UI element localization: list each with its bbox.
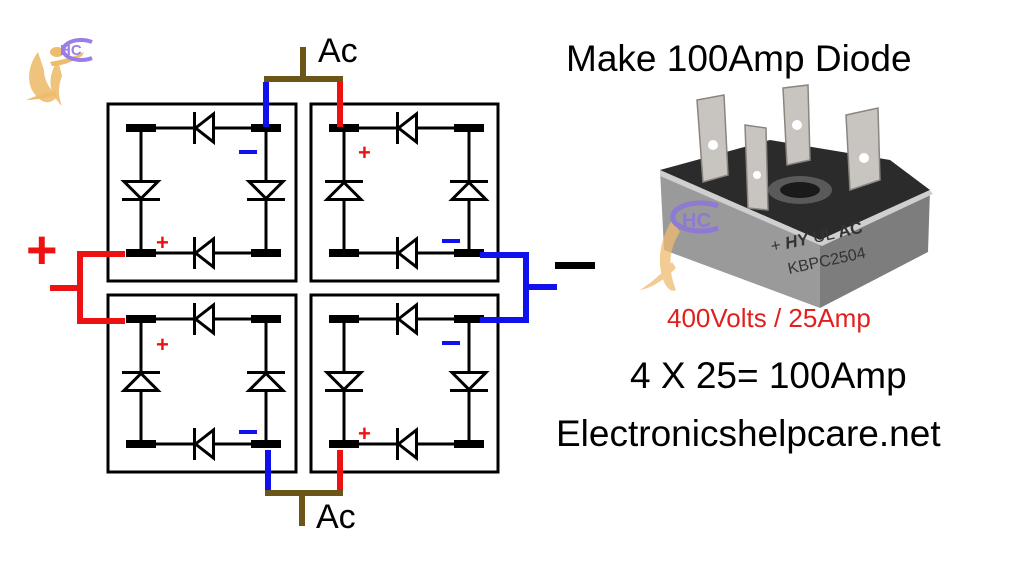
terminal-bar: [454, 124, 484, 132]
terminal-bar: [126, 315, 156, 323]
module-top-right: +: [323, 110, 490, 271]
diode-symbols: [323, 110, 490, 271]
output-negative-symbol-right: [555, 262, 595, 269]
ehc-logo: HC: [26, 38, 93, 106]
terminal-bar: [454, 249, 484, 257]
diode-symbols: [120, 110, 287, 271]
diode-symbols: [323, 301, 490, 462]
module-bottom-right-box: [309, 293, 500, 474]
component-markings: + HY UL AC: [769, 218, 864, 256]
module-top-left: +: [120, 110, 287, 271]
terminal-bar: [126, 440, 156, 448]
svg-text:HC: HC: [682, 210, 711, 232]
negative-output-wiring: [480, 252, 557, 323]
minus-label: [442, 341, 460, 345]
plus-label: +: [358, 140, 371, 165]
logo-text: HC: [60, 42, 82, 59]
terminal-bar: [329, 249, 359, 257]
ac-bottom-wiring: [265, 450, 343, 526]
ac-bottom-label: Ac: [316, 498, 356, 536]
diode-symbols: [120, 301, 287, 462]
ac-top-wiring: [263, 47, 343, 127]
terminal-bar: [251, 124, 281, 132]
module-boxes: [106, 102, 500, 474]
page-title: Make 100Amp Diode: [566, 38, 912, 79]
website-label: Electronicshelpcare.net: [556, 413, 941, 454]
terminal-bar: [329, 124, 359, 132]
module-top-right-box: [309, 102, 500, 283]
terminal-bar: [329, 440, 359, 448]
minus-label: [442, 239, 460, 243]
bridge-rectifier-image: + HY UL AC KBPC2504 HC: [640, 84, 933, 308]
terminal-bar: [126, 124, 156, 132]
current-calculation: 4 X 25= 100Amp: [630, 355, 907, 396]
terminal-bar: [251, 315, 281, 323]
module-bottom-right: +: [323, 301, 490, 462]
terminal-bar: [126, 249, 156, 257]
ac-top-label: Ac: [318, 32, 358, 70]
output-positive-symbol: +: [26, 220, 58, 280]
terminal-bar: [454, 315, 484, 323]
modules-group: + + + +: [120, 110, 490, 462]
minus-label: [239, 430, 257, 434]
terminal-bar: [251, 249, 281, 257]
plus-label: +: [358, 421, 371, 446]
module-top-left-box: [106, 102, 298, 283]
module-bottom-left-box: [106, 293, 298, 474]
component-rating: 400Volts / 25Amp: [667, 303, 871, 333]
plus-label: +: [156, 230, 169, 255]
watermark-logo: HC: [640, 200, 719, 291]
terminal-bar: [454, 440, 484, 448]
minus-label: [239, 150, 257, 154]
terminal-bar: [251, 440, 281, 448]
module-bottom-left: +: [120, 301, 287, 462]
output-negative-symbol-left: [50, 285, 70, 291]
terminal-bar: [329, 315, 359, 323]
plus-label: +: [156, 332, 169, 357]
